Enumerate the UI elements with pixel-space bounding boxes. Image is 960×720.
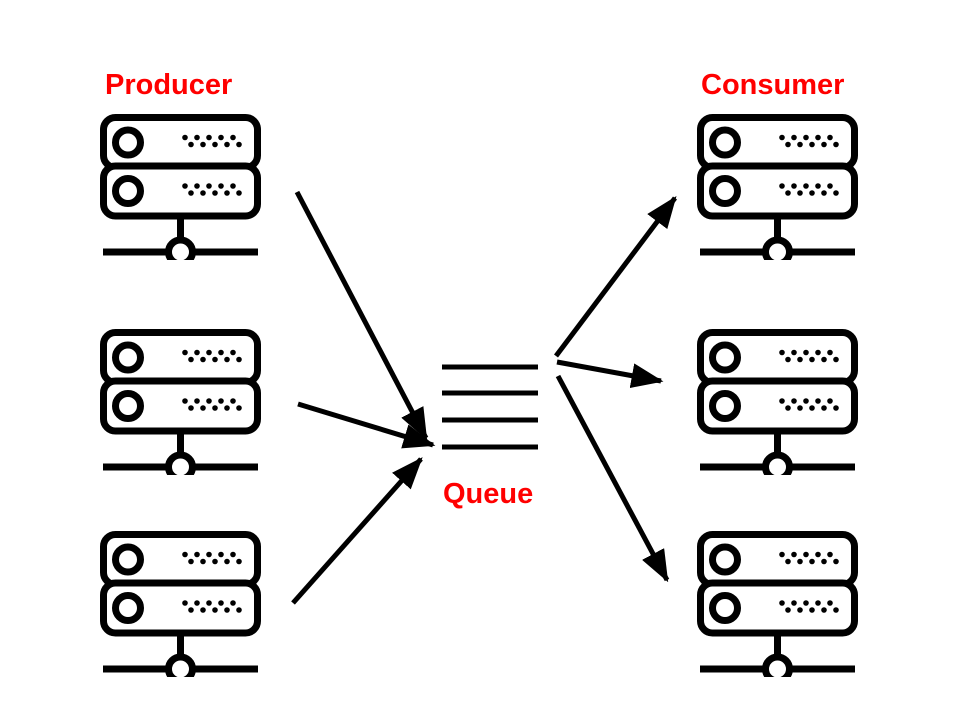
queue-lines-icon — [442, 364, 538, 450]
producer-1-server-icon — [100, 114, 261, 260]
producer-label: Producer — [105, 69, 233, 101]
consumer-label: Consumer — [701, 69, 845, 101]
arrow-queue-to-consumer-3 — [555, 374, 670, 583]
arrow-producer-2-to-queue — [297, 401, 436, 449]
consumer-3-server-icon — [697, 531, 858, 677]
queue-label: Queue — [443, 478, 534, 510]
consumer-1-server-icon — [697, 114, 858, 260]
producer-3-server-icon — [100, 531, 261, 677]
consumer-2-server-icon — [697, 329, 858, 475]
arrow-producer-1-to-queue — [294, 190, 429, 441]
producer-2-server-icon — [100, 329, 261, 475]
arrow-queue-to-consumer-2 — [556, 359, 664, 388]
arrow-queue-to-consumer-1 — [554, 196, 677, 358]
arrow-producer-3-to-queue — [291, 457, 423, 605]
